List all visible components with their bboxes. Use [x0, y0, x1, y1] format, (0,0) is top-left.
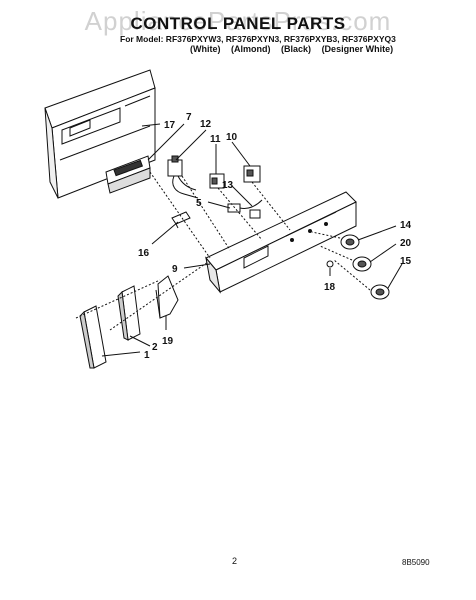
selector-switch — [209, 173, 225, 189]
callout-labels: 17 7 12 11 10 13 5 16 9 14 20 15 18 2 19… — [138, 112, 412, 361]
spacer — [326, 260, 334, 268]
callout-5: 5 — [196, 198, 202, 209]
callout-9: 9 — [172, 264, 178, 275]
color-designer-white: (Designer White) — [321, 44, 394, 54]
callout-12: 12 — [200, 119, 212, 130]
clip — [171, 211, 191, 229]
color-almond: (Almond) — [231, 44, 271, 54]
color-black: (Black) — [281, 44, 312, 54]
rotary-switch — [243, 165, 261, 183]
end-cap-19 — [155, 275, 179, 319]
control-panel — [205, 191, 357, 294]
callout-7: 7 — [186, 112, 192, 123]
callout-10: 10 — [226, 132, 238, 143]
callout-19: 19 — [162, 336, 174, 347]
callout-17: 17 — [164, 120, 176, 131]
end-cap-1 — [79, 305, 107, 369]
knob-20 — [352, 256, 372, 272]
color-list: (White) (Almond) (Black) (Designer White… — [190, 44, 401, 54]
callout-1: 1 — [144, 350, 150, 361]
bracket-2 — [117, 285, 141, 341]
callout-16: 16 — [138, 248, 150, 259]
page-title: CONTROL PANEL PARTS — [130, 14, 346, 33]
callout-15: 15 — [400, 256, 412, 267]
callout-20: 20 — [400, 238, 412, 249]
callout-14: 14 — [400, 220, 412, 231]
model-list: For Model: RF376PXYW3, RF376PXYN3, RF376… — [120, 34, 396, 44]
document-code: 8B5090 — [402, 558, 430, 567]
page-number: 2 — [232, 556, 238, 566]
backguard-panel — [44, 69, 156, 199]
clock-display — [105, 155, 151, 194]
callout-2: 2 — [152, 342, 158, 353]
leader-lines — [101, 123, 403, 357]
alignment-lines — [75, 171, 371, 331]
watermark: AppliancePartsPros.com — [84, 6, 392, 36]
knob-15 — [370, 284, 390, 300]
callout-18: 18 — [324, 282, 336, 293]
knob-14 — [340, 234, 360, 250]
callout-11: 11 — [210, 134, 221, 145]
callout-13: 13 — [222, 180, 234, 191]
color-white: (White) — [190, 44, 221, 54]
switch-assembly — [167, 155, 199, 199]
wire-harness — [227, 199, 263, 219]
